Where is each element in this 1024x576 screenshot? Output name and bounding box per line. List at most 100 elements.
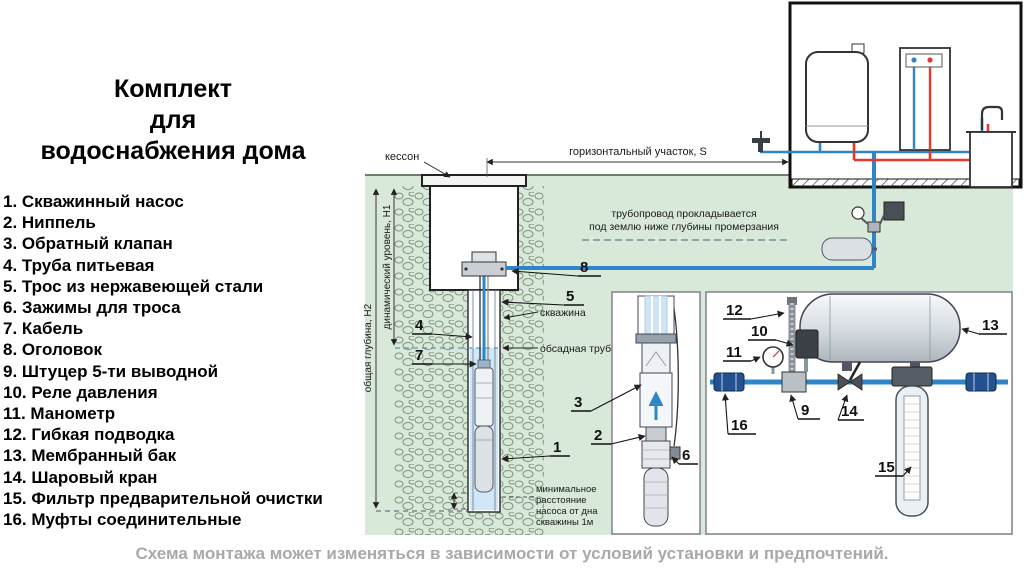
svg-text:15: 15 xyxy=(878,459,895,476)
callout-4: 4 xyxy=(412,317,473,341)
svg-text:8: 8 xyxy=(580,259,588,276)
title-line-2: для xyxy=(149,106,197,134)
part-item-14: 14. Шаровый кран xyxy=(3,467,158,487)
min-distance-annotation: минимальное расстояние насоса от дна скв… xyxy=(450,484,598,528)
min-distance-line-3: насоса от дна xyxy=(536,506,598,517)
rope-clamp xyxy=(669,446,681,460)
callout-3: 3 xyxy=(571,384,642,412)
flexible-hose xyxy=(787,297,797,372)
surface-equipment-panel xyxy=(705,291,1013,535)
nipple xyxy=(645,426,667,442)
svg-text:13: 13 xyxy=(982,317,999,334)
pipeline-note: трубопровод прокладывается под землю ниж… xyxy=(582,208,788,241)
pipeline-note-line-1: трубопровод прокладывается xyxy=(611,208,756,220)
casing-pipe-label: обсадная труба xyxy=(540,343,617,355)
callout-9: 9 xyxy=(789,394,820,420)
part-item-9: 9. Штуцер 5-ти выводной xyxy=(3,361,219,381)
part-item-4: 4. Труба питьевая xyxy=(3,255,155,275)
kesson-label-group: кессон xyxy=(385,151,451,178)
water-supply-diagram: общая глубина, H2 динамический уровень, … xyxy=(362,1,1023,535)
svg-text:2: 2 xyxy=(594,427,602,444)
sink xyxy=(966,105,1016,188)
callout-8: 8 xyxy=(511,259,601,277)
min-distance-line-2: расстояние xyxy=(536,495,587,506)
callout-12: 12 xyxy=(723,302,785,320)
well-shaft xyxy=(395,251,507,513)
callout-6: 6 xyxy=(671,447,698,465)
kesson-label: кессон xyxy=(385,151,419,163)
part-item-16: 16. Муфты соединительные xyxy=(3,510,242,530)
well-label: скважина xyxy=(540,307,586,319)
pipeline-note-line-2: под землю ниже глубины промерзания xyxy=(589,221,779,233)
svg-text:16: 16 xyxy=(731,417,748,434)
part-item-1: 1. Скважинный насос xyxy=(3,192,184,211)
part-item-8: 8. Оголовок xyxy=(3,340,103,360)
part-item-15: 15. Фильтр предварительной очистки xyxy=(3,488,323,508)
callout-13: 13 xyxy=(961,317,1007,335)
callout-10: 10 xyxy=(748,323,794,347)
svg-text:12: 12 xyxy=(726,302,743,319)
page-title: Комплект для водоснабжения дома xyxy=(8,74,338,167)
callout-16: 16 xyxy=(721,393,756,435)
dynamic-level-label: динамический уровень, H1 xyxy=(382,204,393,329)
pre-filter xyxy=(891,366,933,517)
svg-text:5: 5 xyxy=(566,288,574,305)
callout-2: 2 xyxy=(591,427,646,445)
svg-text:7: 7 xyxy=(415,347,423,364)
title-line-3: водоснабжения дома xyxy=(40,137,306,165)
part-item-5: 5. Трос из нержавеющей стали xyxy=(3,276,264,296)
hot-water-pipes xyxy=(852,124,1000,162)
part-item-10: 10. Реле давления xyxy=(3,382,158,402)
svg-text:4: 4 xyxy=(415,317,424,334)
svg-text:1: 1 xyxy=(553,439,561,456)
parts-list: 1. Скважинный насос 2. Ниппель 3. Обратн… xyxy=(3,191,323,530)
part-item-6: 6. Зажимы для троса xyxy=(3,298,181,318)
callout-1: 1 xyxy=(501,439,570,463)
boiler xyxy=(805,43,869,143)
part-item-2: 2. Ниппель xyxy=(3,213,96,233)
part-item-7: 7. Кабель xyxy=(3,319,84,339)
coupling-left xyxy=(713,372,745,392)
total-depth-label: общая глубина, H2 xyxy=(362,303,374,392)
pump-detail-inset xyxy=(611,291,701,535)
callout-7: 7 xyxy=(412,347,477,368)
membrane-tank xyxy=(799,293,961,371)
depth-dimensions: общая глубина, H2 динамический уровень, … xyxy=(362,188,467,512)
min-distance-line-1: минимальное xyxy=(536,484,597,495)
part-item-13: 13. Мембранный бак xyxy=(3,446,177,466)
distribution-panel xyxy=(899,47,951,151)
coupling-right xyxy=(965,372,997,392)
svg-text:3: 3 xyxy=(574,394,582,411)
horizontal-section-dimension: горизонтальный участок, S xyxy=(486,146,789,177)
cold-water-pipes xyxy=(760,118,994,154)
house-floor xyxy=(791,178,1020,188)
callout-11: 11 xyxy=(723,344,761,363)
pump-station xyxy=(506,152,905,270)
svg-text:6: 6 xyxy=(682,447,690,464)
callout-15: 15 xyxy=(875,459,912,477)
part-item-3: 3. Обратный клапан xyxy=(3,234,173,254)
callout-14: 14 xyxy=(837,394,864,421)
pump-motor xyxy=(643,467,669,527)
outdoor-tap-icon xyxy=(752,131,770,152)
house xyxy=(506,1,1023,270)
ball-valve xyxy=(837,361,863,391)
title-line-1: Комплект xyxy=(113,75,232,103)
faucet-icon xyxy=(980,105,1004,130)
svg-text:11: 11 xyxy=(726,344,742,361)
footer-caption: Схема монтажа может изменяться в зависим… xyxy=(135,544,889,563)
svg-text:9: 9 xyxy=(801,402,809,419)
part-item-12: 12. Гибкая подводка xyxy=(3,425,175,445)
pressure-gauge xyxy=(762,346,784,374)
check-valve xyxy=(641,342,671,374)
horizontal-section-label: горизонтальный участок, S xyxy=(569,146,707,158)
callout-5: 5 xyxy=(501,288,584,306)
five-way-fitting xyxy=(781,371,807,393)
svg-text:14: 14 xyxy=(841,403,858,420)
svg-text:10: 10 xyxy=(751,323,768,340)
part-item-11: 11. Манометр xyxy=(3,404,116,424)
well-pump xyxy=(474,359,494,493)
well-label-group: скважина обсадная труба xyxy=(502,307,617,355)
min-distance-line-4: скважины 1м xyxy=(536,517,593,528)
